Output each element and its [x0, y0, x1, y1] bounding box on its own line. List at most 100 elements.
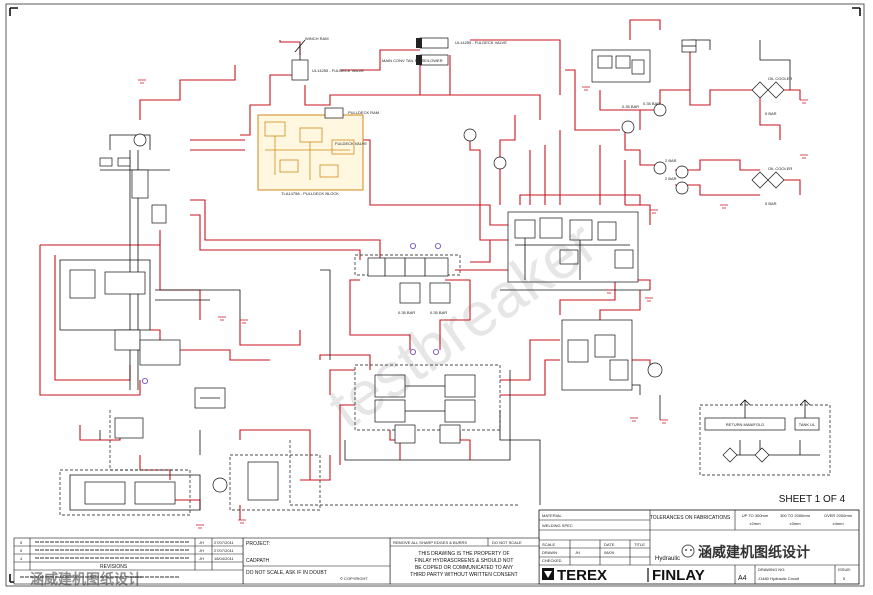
svg-text:涵威建机图纸设计: 涵威建机图纸设计	[698, 544, 810, 560]
svg-text:UP TO 300mm: UP TO 300mm	[742, 513, 769, 518]
corner-watermark: 涵威建机图纸设计	[681, 544, 810, 560]
oil-cooler: OIL COOLER OIL COOLER	[751, 76, 792, 189]
pressure-lines	[39, 19, 801, 520]
svg-text:© COPYRIGHT: © COPYRIGHT	[340, 576, 368, 581]
svg-text:18/04/2011: 18/04/2011	[214, 556, 234, 561]
winch-ram: WINCH RAM UL14255 - FULDECK VALVE	[291, 36, 364, 81]
return-manifold: RETURN MANIFOLD TANK UL	[704, 399, 820, 463]
svg-text:DRAWING NO:: DRAWING NO:	[758, 567, 785, 572]
svg-text:J1480 Hydraulic Circuit: J1480 Hydraulic Circuit	[758, 576, 800, 581]
shuttle-valve	[194, 387, 226, 409]
svg-text:5: 5	[20, 548, 23, 553]
wechat-icon	[681, 544, 695, 558]
pulldeck-block-label: TLA14758 - PULLDECK BLOCK	[281, 191, 339, 196]
svg-text:RETURN MANIFOLD: RETURN MANIFOLD	[726, 422, 765, 427]
svg-text:FULDECK VALVE: FULDECK VALVE	[335, 141, 367, 146]
svg-text:4: 4	[20, 556, 23, 561]
svg-text:JH: JH	[575, 550, 580, 555]
test-point-markers	[141, 242, 441, 384]
left-valve-stack	[69, 157, 181, 366]
svg-text:CADPATH: CADPATH	[246, 558, 270, 564]
pulldeck-ram: PULLDECK RAM FULDECK VALVE	[324, 107, 379, 146]
svg-text:UL14255 - FULDECK VALVE: UL14255 - FULDECK VALVE	[312, 68, 364, 73]
brand-finlay: FINLAY	[652, 567, 705, 584]
svg-text:±4mm: ±4mm	[832, 521, 844, 526]
svg-text:TITLE: TITLE	[634, 542, 645, 547]
svg-text:UL14255 - FULDECK VALVE: UL14255 - FULDECK VALVE	[455, 40, 507, 45]
bottom-left-blocks	[84, 417, 279, 505]
svg-text:CHECKED: CHECKED	[542, 558, 562, 563]
project-box: PROJECT: CADPATH DO NOT SCALE, ASK IF IN…	[242, 537, 391, 585]
svg-text:JH: JH	[199, 548, 204, 553]
property-notice: REMOVE ALL SHARP EDGES & BURRS DO NOT SC…	[389, 537, 540, 585]
svg-text:0.35 BAR: 0.35 BAR	[622, 104, 639, 109]
revisions-header: REVISIONS	[100, 564, 128, 570]
svg-text:SCALE: SCALE	[542, 542, 555, 547]
svg-text:THIS DRAWING IS THE PROPERTY O: THIS DRAWING IS THE PROPERTY OF	[418, 551, 509, 557]
svg-text:TANK UL: TANK UL	[799, 422, 816, 427]
valve-bank	[367, 257, 451, 304]
svg-text:THIRD PARTY WITHOUT WRITTEN CO: THIRD PARTY WITHOUT WRITTEN CONSENT	[410, 572, 517, 578]
svg-text:TOLERANCES ON FABRICATIONS: TOLERANCES ON FABRICATIONS	[650, 515, 731, 521]
filter	[681, 39, 697, 53]
svg-text:27/07/2011: 27/07/2011	[214, 548, 234, 553]
svg-text:5 BAR: 5 BAR	[765, 111, 777, 116]
svg-text:5: 5	[20, 540, 23, 545]
table-row: 5 JH 27/07/2011	[20, 540, 234, 545]
pressure-labels: 0.35 BAR 0.35 BAR 5 BAR 5 BAR 2 BAR 2 BA…	[398, 101, 777, 315]
brand-terex: TEREX	[557, 567, 607, 584]
table-row: 4 JH 18/04/2011	[20, 556, 234, 561]
svg-text:REMOVE ALL SHARP EDGES & BURRS: REMOVE ALL SHARP EDGES & BURRS	[393, 540, 467, 545]
svg-text:OVER 2000mm: OVER 2000mm	[824, 513, 853, 518]
central-manifold	[507, 211, 639, 283]
svg-text:WELDING SPEC: WELDING SPEC	[542, 523, 573, 528]
svg-text:±3mm: ±3mm	[789, 521, 801, 526]
svg-text:Hydraulic: Hydraulic	[655, 556, 680, 562]
svg-text:2 BAR: 2 BAR	[665, 158, 677, 163]
svg-text:5: 5	[843, 576, 846, 581]
tail-raise-cylinders: UL14255 - FULDECK VALVE MAIN CONV TAIL R…	[382, 37, 507, 66]
svg-text:5 BAR: 5 BAR	[765, 201, 777, 206]
right-valve-block	[561, 319, 633, 391]
svg-text:涵威建机图纸设计: 涵威建机图纸设计	[30, 571, 142, 587]
table-row: 5 JH 27/07/2011	[20, 548, 234, 553]
top-right-valve	[591, 49, 651, 83]
svg-text:DATE: DATE	[604, 542, 615, 547]
svg-text:DO NOT SCALE, ASK IF IN DOUBT: DO NOT SCALE, ASK IF IN DOUBT	[246, 570, 327, 576]
svg-text:±2mm: ±2mm	[749, 521, 761, 526]
sheet-label: SHEET 1 OF 4	[779, 494, 846, 505]
page-border	[5, 3, 865, 587]
svg-text:OIL COOLER: OIL COOLER	[768, 76, 792, 81]
svg-text:JH: JH	[199, 556, 204, 561]
svg-text:ISSUE:: ISSUE:	[838, 567, 851, 572]
svg-text:MATERIAL: MATERIAL	[542, 513, 562, 518]
title-block: MATERIAL WELDING SPEC SCALE DRAWN JH CHE…	[538, 509, 860, 585]
svg-text:DO NOT SCALE: DO NOT SCALE	[492, 540, 522, 545]
sheet-size: A4	[738, 575, 747, 582]
svg-text:08/09: 08/09	[604, 550, 615, 555]
pulldeck-block: TLA14758 - PULLDECK BLOCK	[257, 114, 364, 196]
corner-marker	[852, 7, 861, 16]
svg-text:2 BAR: 2 BAR	[665, 176, 677, 181]
svg-text:WINCH RAM: WINCH RAM	[305, 36, 329, 41]
svg-text:FINLAY HYDRASCREENS & SHOULD N: FINLAY HYDRASCREENS & SHOULD NOT	[414, 558, 513, 564]
svg-text:0.35 BAR: 0.35 BAR	[398, 310, 415, 315]
svg-text:BE COPIED OR COMMUNICATED TO A: BE COPIED OR COMMUNICATED TO ANY	[415, 565, 514, 571]
svg-text:0.35 BAR: 0.35 BAR	[643, 101, 660, 106]
revisions-table: 5 JH 27/07/2011 5 JH 27/07/2011 4 JH 18/…	[13, 537, 244, 585]
lower-valve-bank	[374, 374, 476, 444]
dashed-lines	[59, 254, 831, 516]
corner-watermark-left: 涵威建机图纸设计	[30, 571, 142, 587]
svg-text:PROJECT:: PROJECT:	[246, 541, 270, 547]
svg-text:PULLDECK RAM: PULLDECK RAM	[348, 110, 379, 115]
svg-text:0.35 BAR: 0.35 BAR	[430, 310, 447, 315]
svg-text:300 TO 2000mm: 300 TO 2000mm	[780, 513, 811, 518]
corner-marker	[9, 7, 18, 16]
svg-text:JH: JH	[199, 540, 204, 545]
svg-text:OIL COOLER: OIL COOLER	[768, 166, 792, 171]
svg-text:MAIN CONV TAIL RAISE/LOWER: MAIN CONV TAIL RAISE/LOWER	[382, 58, 443, 63]
svg-text:27/07/2011: 27/07/2011	[214, 540, 234, 545]
svg-text:DRAWN: DRAWN	[542, 550, 557, 555]
